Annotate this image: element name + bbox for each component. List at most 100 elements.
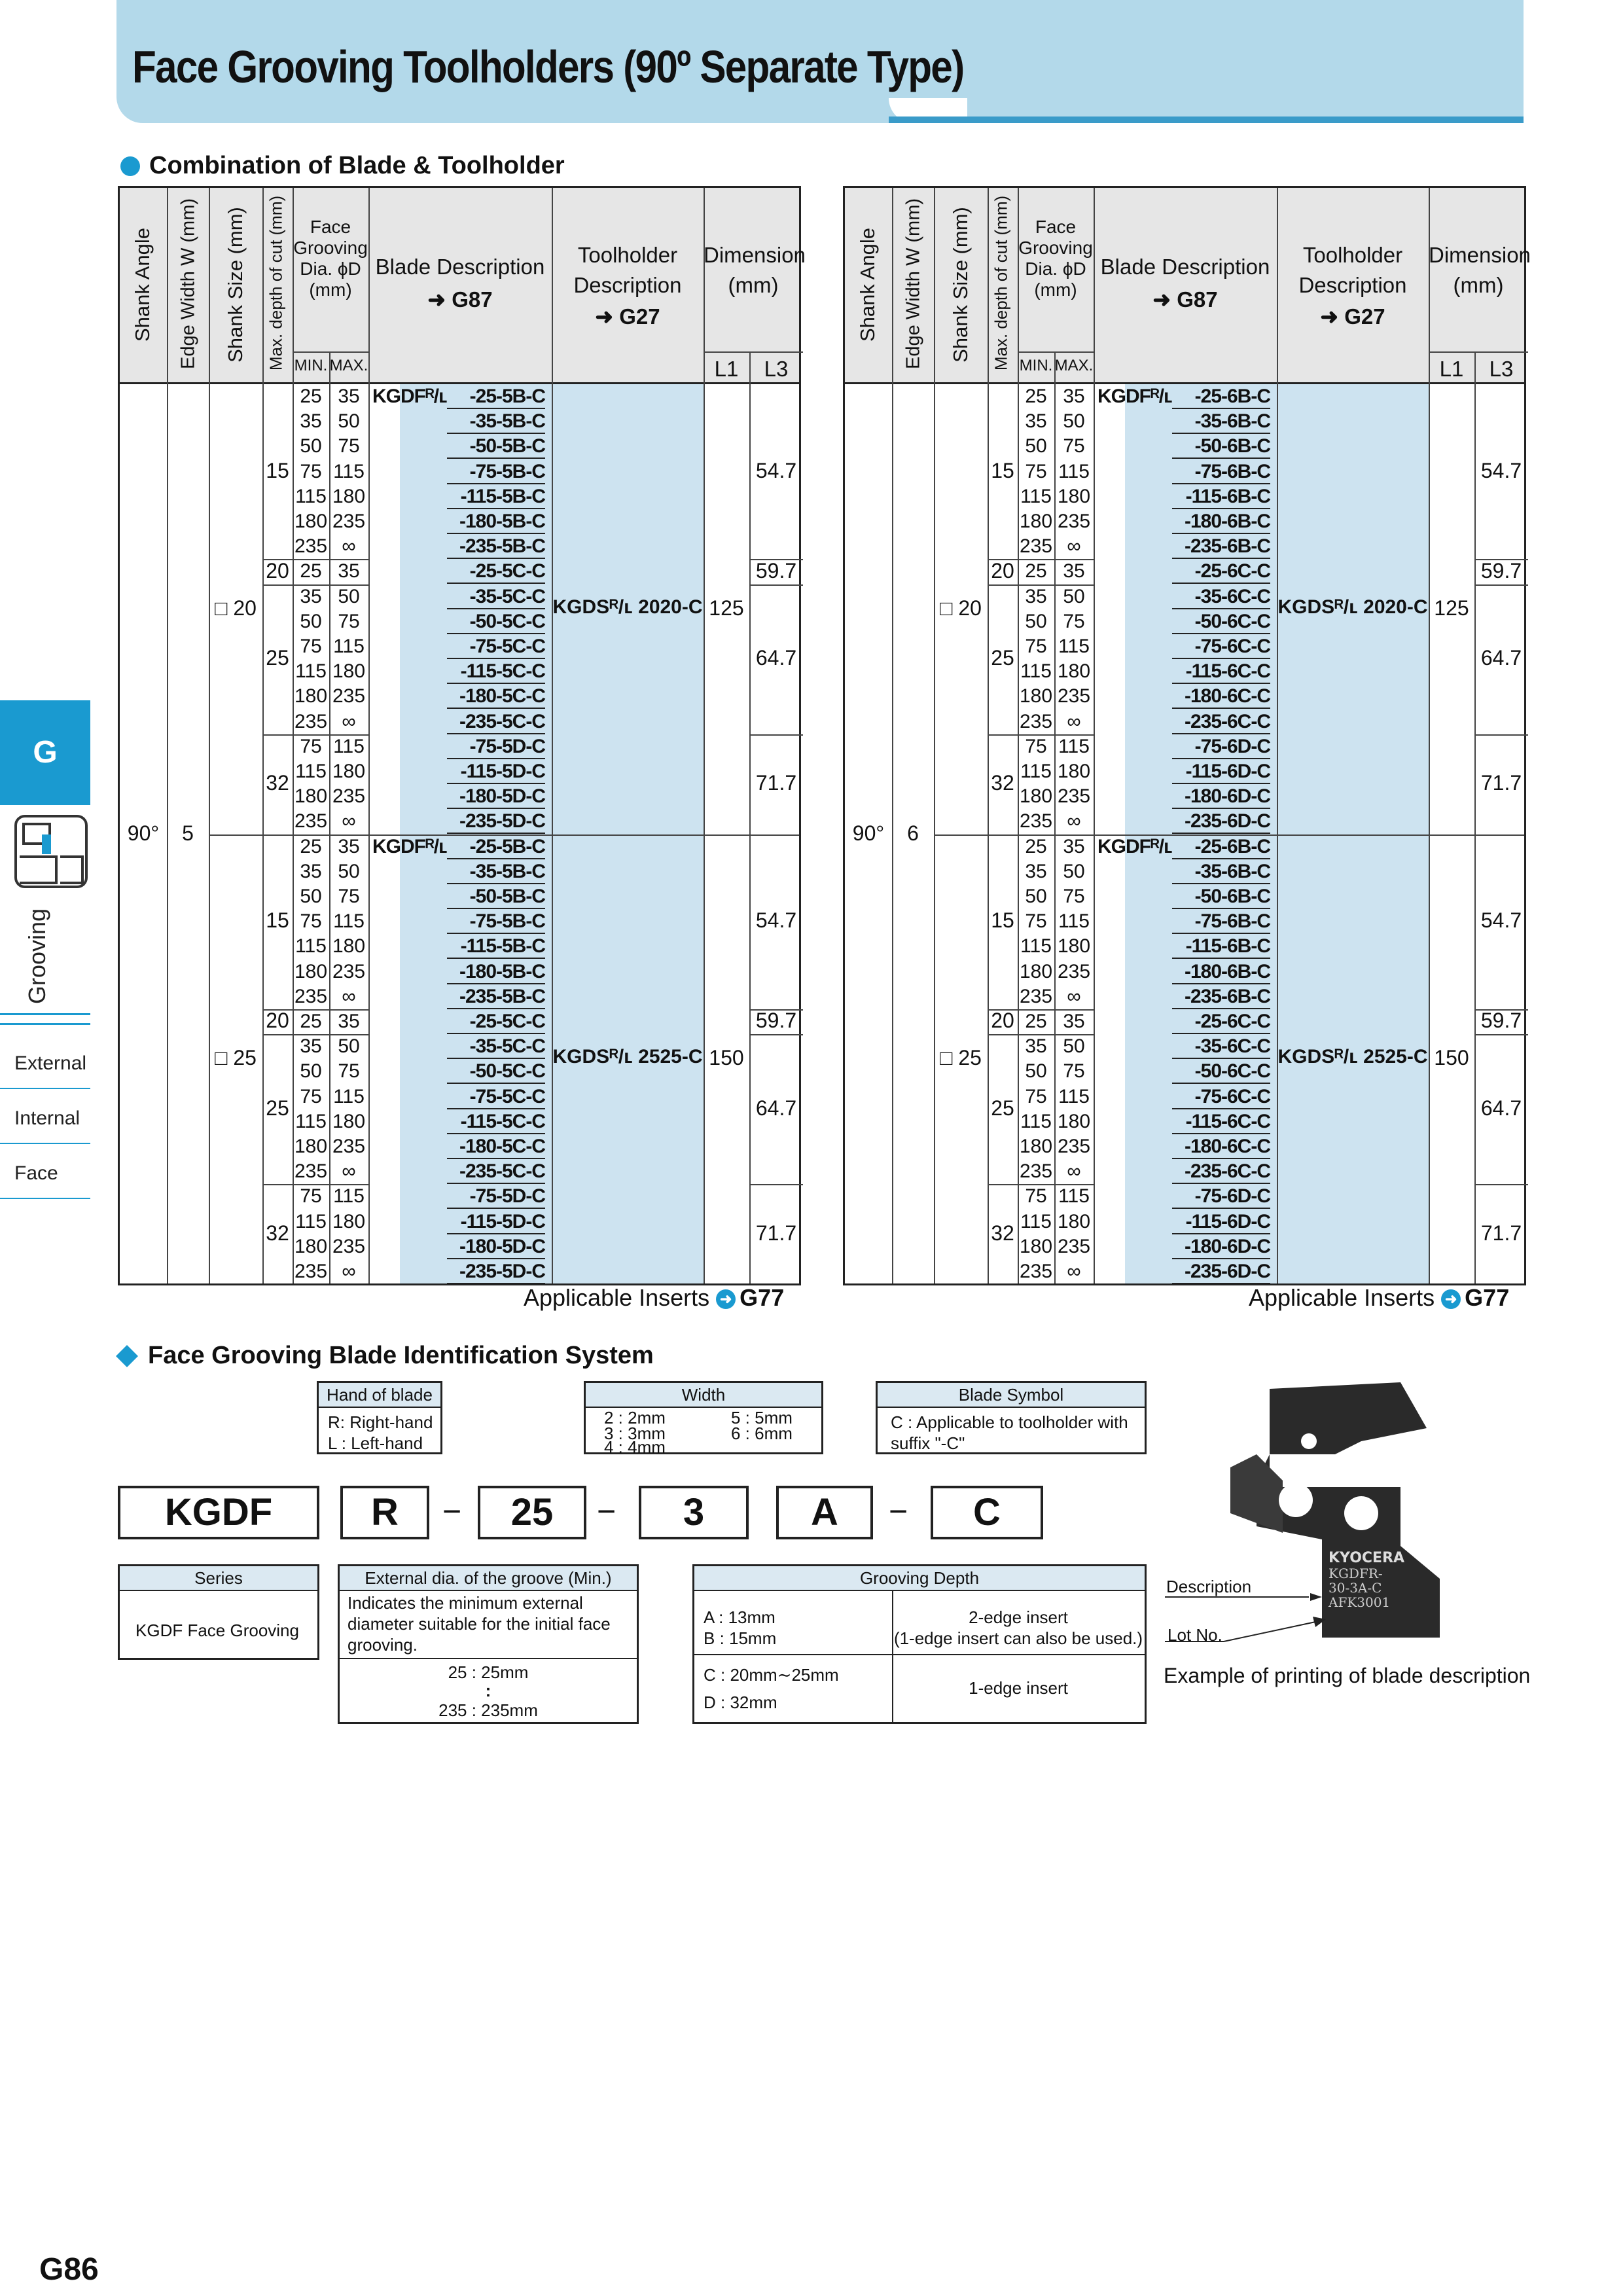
ext-divider: [340, 1658, 637, 1659]
cell-max: ∞: [342, 1261, 356, 1282]
header-shank-size: Shank Size (mm): [224, 207, 247, 363]
applicable-label: Applicable Inserts: [1249, 1284, 1435, 1311]
cell-blade-code: -180-6C-C: [1172, 684, 1271, 709]
side-tab-g[interactable]: G: [0, 700, 90, 805]
cell-min: 180: [1019, 685, 1053, 708]
depth-ab-note-2: (1-edge insert can also be used.): [893, 1628, 1143, 1648]
blade-print-desc-1: KGDFR-: [1329, 1566, 1383, 1581]
block-divider: [749, 1034, 803, 1036]
cell-depth: 25: [991, 646, 1014, 670]
cell-max: 235: [1057, 1136, 1091, 1157]
col-divider: [1094, 188, 1095, 1283]
cell-max: 75: [1063, 435, 1085, 457]
cell-min: 50: [300, 435, 322, 457]
col-divider: [167, 188, 168, 1283]
cell-blade-code: -50-6B-C: [1172, 884, 1271, 909]
cell-max: 180: [332, 1110, 366, 1132]
cell-min: 180: [1019, 960, 1053, 982]
section-combination-title: Combination of Blade & Toolholder: [120, 152, 565, 180]
block-divider: [988, 1184, 1094, 1186]
cell-min: 115: [295, 485, 327, 507]
block-divider: [988, 584, 1094, 586]
cell-l3: 59.7: [1480, 1009, 1522, 1033]
cell-min: 35: [300, 1035, 322, 1058]
cell-blade-code: -235-5C-C: [447, 709, 546, 734]
cell-max: 115: [333, 636, 365, 657]
code-dash: −: [442, 1493, 462, 1530]
cell-max: 115: [1058, 910, 1090, 933]
cell-max: ∞: [342, 1160, 356, 1183]
col-divider: [892, 188, 893, 1283]
cell-max: 35: [338, 1011, 360, 1032]
cell-max: 115: [333, 735, 365, 757]
cell-blade-code: -35-5B-C: [447, 859, 546, 884]
cell-l3: 54.7: [755, 908, 797, 933]
cell-max: 50: [338, 585, 360, 607]
cell-depth: 32: [991, 1221, 1014, 1245]
cell-max: 50: [338, 1035, 360, 1058]
lot-label: Lot No.: [1168, 1625, 1222, 1645]
block-divider: [749, 559, 803, 561]
depth-cd-note: 1-edge insert: [969, 1678, 1068, 1698]
cell-max: ∞: [1067, 985, 1081, 1007]
cell-max: 35: [338, 835, 360, 857]
side-item-internal[interactable]: Internal: [0, 1089, 90, 1144]
cell-max: 35: [338, 386, 360, 407]
arrow-right-icon: ➜: [716, 1289, 736, 1310]
cell-min: 180: [294, 960, 328, 982]
block-divider: [262, 1009, 368, 1011]
section-ident-label: Face Grooving Blade Identification Syste…: [148, 1342, 654, 1369]
side-item-external[interactable]: External: [0, 1034, 90, 1089]
cell-depth: 15: [266, 908, 289, 933]
cell-blade-code: -75-5D-C: [447, 734, 546, 759]
header-l1: L1: [714, 357, 739, 381]
cell-l3: 64.7: [755, 1096, 797, 1120]
applicable-ref-link[interactable]: G77: [740, 1284, 785, 1311]
block-divider: [988, 734, 1094, 736]
blade-print-lot: AFK3001: [1329, 1594, 1391, 1610]
cell-blade-code: -235-5D-C: [447, 809, 546, 834]
cell-max: ∞: [1067, 810, 1081, 833]
width-2: 2 : 2mm: [604, 1408, 666, 1427]
cell-max: 35: [338, 560, 360, 583]
cell-l3: 71.7: [755, 1221, 797, 1245]
cell-min: 180: [294, 1136, 328, 1157]
cell-min: 180: [294, 785, 328, 808]
cell-max: ∞: [1067, 1261, 1081, 1282]
cell-max: 180: [1057, 935, 1091, 958]
description-label: Description: [1166, 1577, 1252, 1596]
cell-min: 115: [295, 761, 327, 782]
cell-min: 180: [1019, 785, 1053, 808]
section-combination-label: Combination of Blade & Toolholder: [149, 152, 565, 179]
cell-depth: 32: [266, 771, 289, 795]
ext-dia-box: External dia. of the groove (Min.) Indic…: [338, 1564, 639, 1724]
cell-min: 75: [300, 460, 322, 482]
cell-max: 235: [332, 1235, 366, 1257]
cell-depth: 32: [266, 1221, 289, 1245]
header-blade-ref: ➜ G87: [1152, 287, 1218, 312]
header-shank-angle: Shank Angle: [131, 227, 154, 342]
cell-blade-code: -115-5B-C: [447, 934, 546, 960]
depth-d: D : 32mm: [704, 1693, 777, 1712]
blade-print-desc-2: 30-3A-C: [1329, 1580, 1382, 1596]
cell-l3: 64.7: [1480, 1096, 1522, 1120]
side-item-face[interactable]: Face: [0, 1144, 90, 1199]
header-toolholder-ref: ➜ G27: [1320, 304, 1385, 329]
symbol-text-1: C : Applicable to toolholder with: [891, 1412, 1128, 1432]
ext-val-2: :: [485, 1681, 491, 1700]
cell-blade-code: -75-5C-C: [447, 634, 546, 659]
cell-min: 115: [295, 1210, 327, 1232]
series-head: Series: [120, 1566, 317, 1591]
block-divider: [749, 734, 803, 736]
applicable-ref-link[interactable]: G77: [1465, 1284, 1510, 1311]
cell-max: 75: [1063, 1060, 1085, 1083]
cell-blade-code: -50-6C-C: [1172, 1059, 1271, 1085]
side-divider: [0, 1013, 90, 1025]
cell-blade-code: -235-5C-C: [447, 1159, 546, 1185]
cell-max: 115: [333, 1185, 365, 1208]
cell-blade-code: -75-6D-C: [1172, 734, 1271, 759]
col-divider: [552, 188, 553, 1283]
cell-shank-size: □ 20: [215, 596, 257, 620]
cell-depth: 25: [266, 646, 289, 670]
